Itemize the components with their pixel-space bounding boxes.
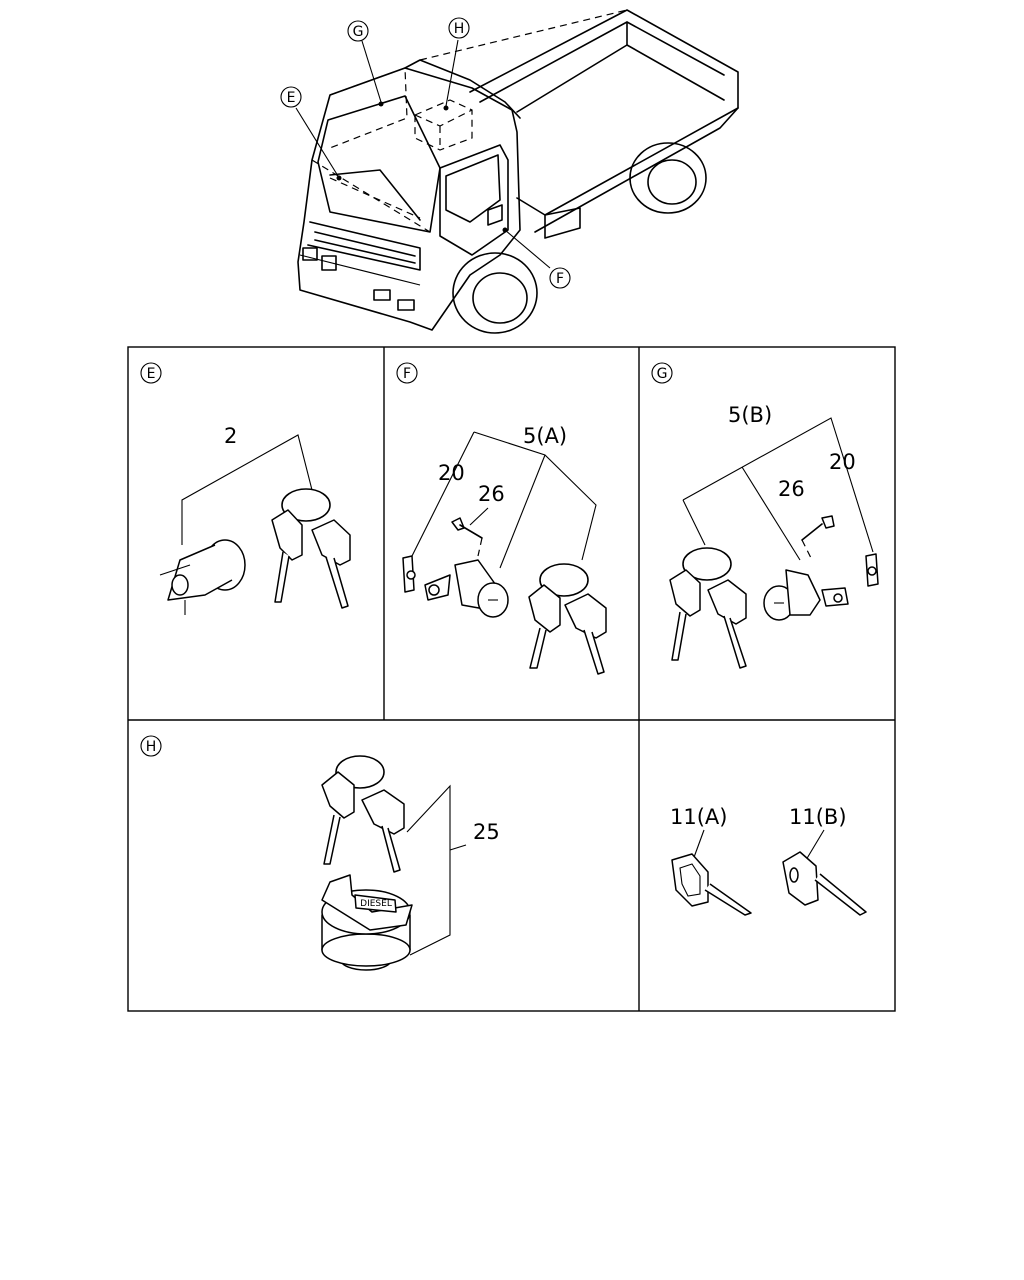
part-number-5b: 5(B) — [728, 403, 772, 427]
door-lock-f — [424, 559, 509, 618]
part-number-5a: 5(A) — [523, 424, 567, 448]
key-11b — [782, 851, 867, 916]
panel-g: G 5(B) 26 20 — [651, 362, 879, 669]
svg-text:H: H — [454, 21, 465, 37]
svg-text:E: E — [287, 90, 296, 106]
key-pair-e — [271, 488, 351, 609]
door-lock-g — [763, 569, 849, 621]
part-number-26-g: 26 — [778, 477, 805, 501]
panel-f: F 5(A) 20 26 — [396, 362, 607, 675]
part-number-2: 2 — [224, 424, 237, 448]
panel-keys: 11(A) 11(B) — [670, 805, 867, 916]
panel-grid — [127, 346, 896, 1012]
key-11a — [671, 853, 752, 916]
callout-e: E — [280, 86, 302, 108]
part-number-25: 25 — [473, 820, 500, 844]
svg-text:E: E — [147, 366, 156, 382]
diesel-label: DIESEL — [360, 899, 392, 909]
part-number-11b: 11(B) — [789, 805, 847, 829]
callout-g: G — [347, 20, 369, 42]
fuel-cap: DIESEL — [321, 874, 413, 971]
key-pair-h — [321, 755, 405, 873]
part-number-26-f: 26 — [478, 482, 505, 506]
svg-text:F: F — [403, 366, 411, 382]
part-number-20-f: 20 — [438, 461, 465, 485]
panel-h: H 25 DIESEL — [140, 735, 500, 971]
callout-f: F — [549, 267, 571, 289]
svg-text:H: H — [146, 739, 157, 755]
svg-text:F: F — [556, 271, 564, 287]
panel-e: E 2 — [140, 362, 351, 615]
callout-h: H — [448, 17, 470, 39]
part-number-11a: 11(A) — [670, 805, 727, 829]
svg-text:G: G — [353, 24, 364, 40]
truck-illustration — [295, 9, 739, 334]
ignition-cylinder — [159, 539, 246, 615]
key-pair-g — [669, 547, 747, 669]
key-pair-f — [528, 563, 607, 675]
svg-text:G: G — [657, 366, 668, 382]
